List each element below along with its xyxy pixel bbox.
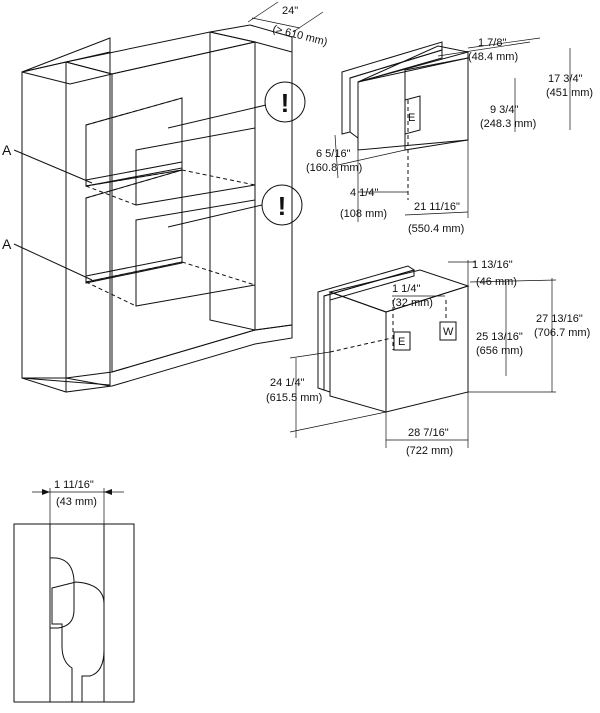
upper-offset-in: 6 5/16": [316, 148, 351, 160]
lower-connector-w: [439, 321, 457, 341]
lower-height-mm: (706.7 mm): [534, 327, 590, 339]
cabinet-top: [65, 31, 256, 75]
lower-unit-side: [329, 291, 387, 413]
lower-conn-height-mm: (656 mm): [476, 345, 523, 357]
lower-w-offset-in: 1 13/16": [472, 259, 513, 271]
warning-mark-upper: !: [281, 88, 290, 118]
shelf-a-upper: [85, 161, 183, 187]
lower-side-height-mm: (615.5 mm): [266, 392, 322, 404]
cabinet-overview: A A ! ! 24" (≥ 610 mm): [2, 1, 329, 393]
niche-front: [111, 41, 256, 373]
left-cabinet-side: [21, 61, 67, 379]
warning-icon-upper: [264, 81, 306, 123]
lower-w-offset-mm: (46 mm): [476, 276, 517, 288]
upper-conn-depth-mm: (108 mm): [340, 208, 387, 220]
lower-depth-mm: (722 mm): [406, 445, 453, 457]
detail-wall-hatched: [13, 523, 51, 703]
upper-depth-in: 21 11/16": [414, 201, 460, 213]
upper-conn-height-in: 9 3/4": [490, 104, 518, 116]
upper-height-mm: (451 mm): [546, 87, 593, 99]
upper-unit-body: [357, 51, 469, 151]
lower-label-e: E: [398, 336, 405, 348]
upper-label-e: E: [408, 112, 415, 124]
cable-detail: 1 11/16" (43 mm): [13, 479, 135, 703]
lower-connector-e: [393, 331, 411, 351]
upper-niche-frame: [135, 127, 256, 206]
upper-unit: E 1 7/8" (48.4 mm) 17 3/4" (451 mm) 9 3/…: [306, 37, 593, 235]
lower-side-height-in: 24 1/4": [270, 377, 305, 389]
lower-height-in: 27 13/16": [536, 313, 583, 325]
lower-conn-height-in: 25 13/16": [476, 331, 523, 343]
upper-conn-depth-in: 4 1/4": [350, 187, 378, 199]
lower-unit: E W 1 1/4" (32 mm) 1 13/16" (46 mm) 25 1…: [266, 259, 590, 457]
upper-depth-front-in: 1 7/8": [478, 37, 506, 49]
top-width-in: 24": [282, 5, 298, 17]
warning-mark-lower: !: [278, 191, 287, 221]
lower-label-w: W: [443, 326, 454, 338]
upper-depth-mm: (550.4 mm): [408, 223, 464, 235]
upper-offset-mm: (160.8 mm): [306, 162, 362, 174]
callout-a-lower: A: [2, 236, 12, 252]
warning-icon-lower: [261, 184, 303, 226]
detail-width-in: 1 11/16": [54, 479, 94, 491]
upper-height-in: 17 3/4": [548, 73, 583, 85]
upper-depth-front-mm: (48.4 mm): [468, 51, 518, 63]
outlet: [49, 557, 75, 629]
right-cabinet-edge: [209, 31, 256, 331]
upper-conn-height-mm: (248.3 mm): [480, 118, 536, 130]
detail-width-mm: (43 mm): [56, 496, 97, 508]
lower-niche-frame: [135, 199, 256, 307]
callout-a-upper: A: [2, 142, 12, 158]
plinth: [65, 324, 293, 393]
plug: [51, 581, 105, 703]
lower-e-offset-in: 1 1/4": [392, 283, 420, 295]
upper-unit-front-panel: [341, 41, 443, 135]
upper-connector-e: [404, 95, 421, 135]
shelf-a-lower: [85, 256, 183, 284]
lower-e-offset-mm: (32 mm): [392, 297, 433, 309]
lower-depth-in: 28 7/16": [408, 427, 449, 439]
